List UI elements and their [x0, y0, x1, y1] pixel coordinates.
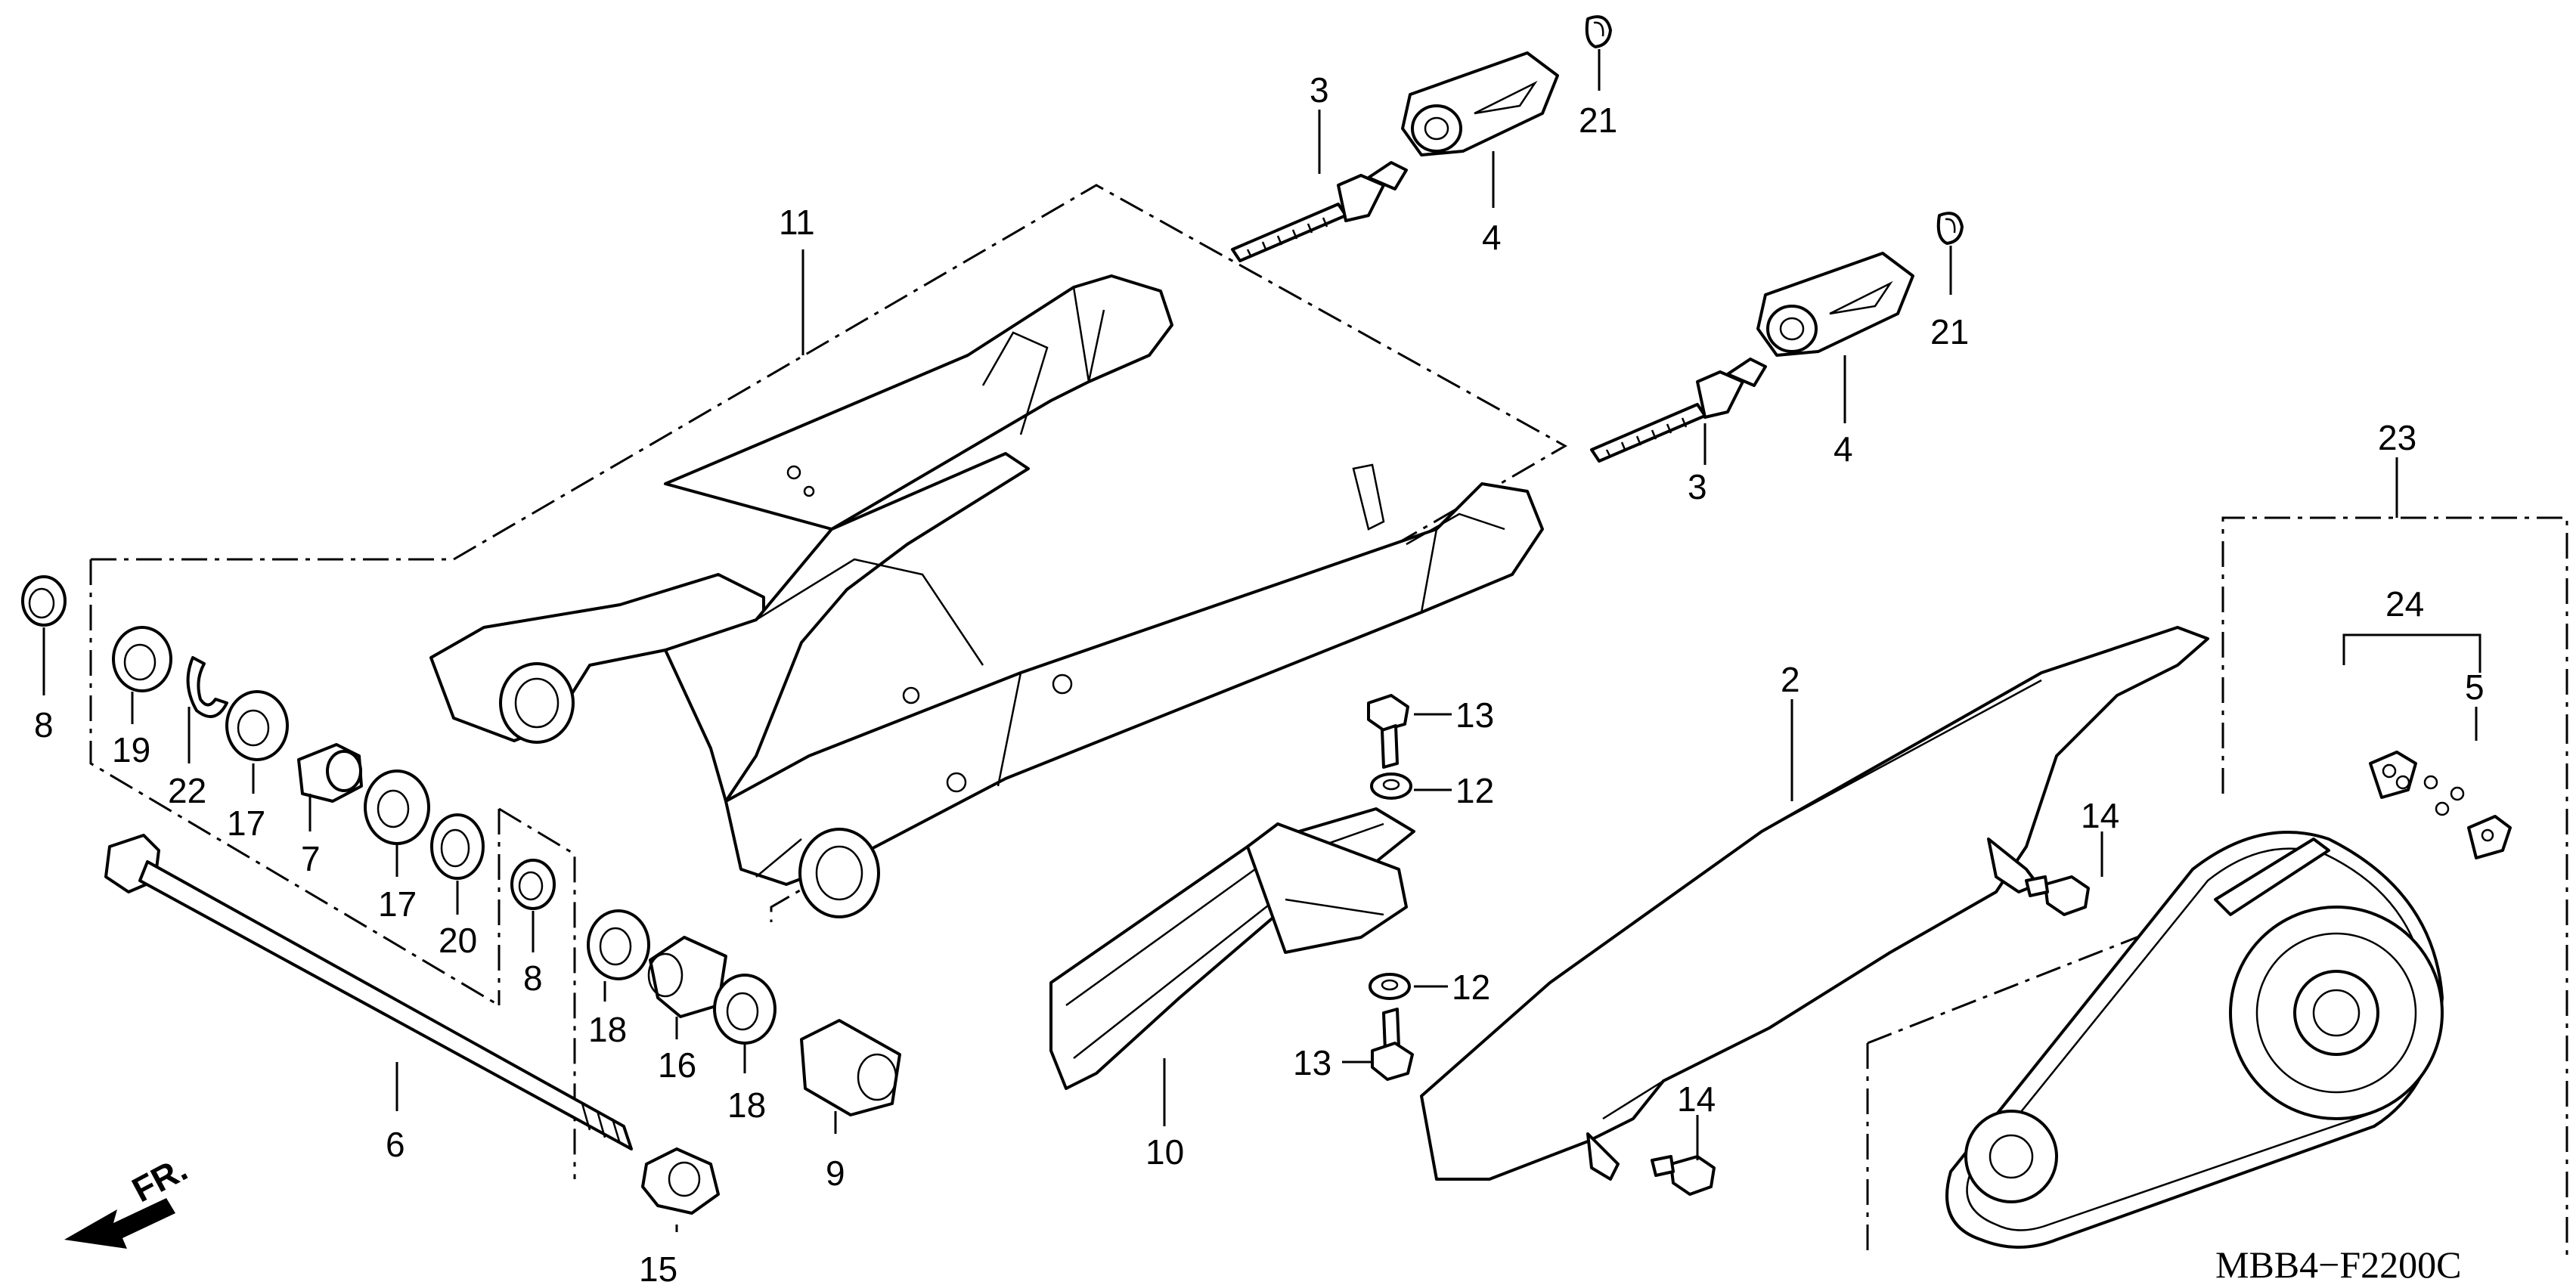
callout-7: 7 — [301, 839, 321, 878]
circlip-22 — [186, 656, 228, 718]
bolt-13-lower — [1371, 1008, 1414, 1081]
dust-seal-8-right — [510, 859, 556, 910]
dust-seal-8-left — [21, 575, 67, 627]
drive-sprocket — [1964, 1110, 2058, 1203]
group-outline-swingarm — [89, 184, 1568, 1179]
callout-11: 11 — [779, 203, 815, 242]
callout-13-upper: 13 — [1455, 695, 1494, 735]
swingarm — [429, 274, 1544, 918]
callout-23: 23 — [2378, 418, 2416, 457]
callout-9: 9 — [826, 1153, 845, 1193]
callout-13-lower: 13 — [1293, 1043, 1331, 1082]
callout-20: 20 — [439, 921, 477, 960]
callout-24: 24 — [2385, 584, 2424, 624]
front-direction-arrow: FR. — [64, 1149, 194, 1249]
bolt-13-upper — [1367, 694, 1409, 769]
callout-17-upper: 17 — [227, 804, 265, 843]
callout-8-right: 8 — [523, 958, 543, 998]
callouts: 11 3 4 21 21 4 3 23 24 5 2 14 14 13 12 1… — [34, 70, 2485, 1285]
adjusting-bolt-upper — [1231, 161, 1408, 262]
clip-lower — [1936, 212, 1964, 245]
callout-5: 5 — [2465, 667, 2485, 707]
callout-10: 10 — [1145, 1132, 1184, 1172]
callout-12-lower: 12 — [1452, 968, 1490, 1007]
callout-14-upper: 14 — [2081, 796, 2119, 835]
bearing-18-right — [713, 974, 777, 1045]
pivot-nut-15 — [641, 1147, 720, 1215]
bearing-18-left — [587, 909, 650, 980]
bolt-14-upper — [2025, 875, 2090, 916]
callout-8-left: 8 — [34, 705, 54, 745]
dust-seal-20 — [430, 813, 485, 880]
bearing-19 — [112, 626, 172, 692]
washer-12-lower — [1369, 973, 1411, 1000]
collar-9 — [800, 1019, 901, 1116]
callout-15: 15 — [639, 1249, 677, 1285]
callout-4-lower: 4 — [1834, 429, 1853, 469]
callout-3-lower: 3 — [1688, 467, 1707, 506]
bolt-14-lower — [1651, 1155, 1716, 1196]
callout-17-lower: 17 — [378, 884, 417, 924]
leader-lines — [42, 49, 2481, 1232]
master-link-5 — [2369, 751, 2512, 859]
fr-label: FR. — [126, 1149, 194, 1210]
driven-sprocket — [2229, 906, 2444, 1120]
chain-segment-top — [2214, 838, 2330, 916]
clip-upper — [1585, 15, 1612, 48]
callout-12-upper: 12 — [1455, 771, 1494, 810]
callout-18-left: 18 — [588, 1010, 627, 1049]
callout-6: 6 — [386, 1125, 405, 1164]
chain-slider-10 — [1049, 807, 1415, 1090]
callout-2: 2 — [1781, 660, 1800, 699]
adjusting-bolt-lower — [1590, 358, 1767, 463]
callout-18-right: 18 — [727, 1085, 766, 1125]
callout-3-upper: 3 — [1310, 70, 1329, 110]
callout-4-upper: 4 — [1482, 218, 1502, 257]
bearing-17-upper — [225, 690, 289, 761]
callout-14-lower: 14 — [1677, 1079, 1716, 1119]
diagram-code: MBB4−F2200C — [2215, 1243, 2462, 1285]
chain-adjuster-lower — [1756, 252, 1914, 357]
collar-7 — [297, 743, 363, 803]
callout-16: 16 — [658, 1045, 696, 1085]
callout-21-upper: 21 — [1579, 101, 1617, 140]
pivot-bolt-6 — [104, 834, 633, 1150]
chain-adjuster-upper — [1401, 51, 1559, 156]
callout-19: 19 — [112, 730, 150, 769]
callout-21-lower: 21 — [1930, 312, 1969, 351]
washer-12-upper — [1370, 773, 1412, 800]
bearing-17-lower — [364, 769, 430, 845]
callout-22: 22 — [168, 771, 206, 810]
